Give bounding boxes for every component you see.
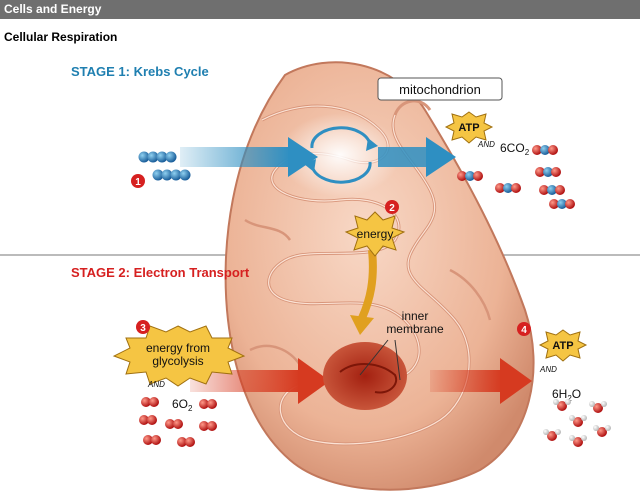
svg-text:1: 1 — [135, 177, 141, 188]
atp-starburst-1 — [444, 111, 494, 144]
and-label-2: AND — [147, 380, 165, 389]
energy-arrow — [350, 249, 377, 335]
step-badge-4: 4 — [517, 322, 531, 336]
stage1-input-arrow — [180, 137, 318, 177]
energy-label: energy — [357, 227, 394, 241]
svg-text:3: 3 — [140, 323, 146, 334]
inner-membrane-line2: membrane — [386, 322, 444, 336]
atp-label-2: ATP — [552, 340, 573, 352]
krebs-glow — [280, 113, 400, 197]
and-label-3: AND — [539, 365, 557, 374]
step-badge-2: 2 — [385, 200, 399, 214]
o2-label: 6O2 — [172, 397, 193, 413]
energy-from-line2: glycolysis — [152, 354, 203, 368]
inner-membrane-center — [323, 342, 407, 410]
co2-label: 6CO2 — [500, 141, 530, 157]
stage2-title: STAGE 2: Electron Transport — [71, 265, 250, 280]
step-badge-1: 1 — [131, 174, 145, 188]
h2o-label: 6H2O — [552, 387, 581, 403]
stage2-output-arrow — [430, 358, 532, 404]
stage1-output-arrow — [378, 137, 456, 177]
krebs-cycle-icon — [304, 126, 378, 184]
energy-from-line1: energy from — [146, 341, 210, 355]
stage2-input-arrow — [190, 358, 330, 404]
co2-molecules — [457, 145, 575, 209]
o2-molecules — [139, 397, 217, 447]
atp-starburst-2 — [538, 329, 588, 362]
svg-text:4: 4 — [521, 325, 527, 336]
step-badge-3: 3 — [136, 320, 150, 334]
atp-label-1: ATP — [458, 122, 479, 134]
mitochondrion-label: mitochondrion — [399, 82, 481, 97]
page-subtitle: Cellular Respiration — [4, 30, 118, 44]
mitochondrion-label-box — [377, 77, 503, 101]
h2o-molecules — [543, 399, 611, 447]
inner-membrane-pointer-2 — [394, 339, 401, 381]
stage1-title: STAGE 1: Krebs Cycle — [71, 64, 209, 79]
inner-membrane-line1: inner — [402, 309, 429, 323]
svg-text:2: 2 — [389, 203, 395, 214]
header-bar: Cells and Energy — [0, 0, 640, 19]
inner-membrane-pointer-1 — [359, 339, 389, 376]
pyruvate-molecules — [138, 151, 191, 181]
and-label-1: AND — [477, 140, 495, 149]
energy-starburst — [344, 211, 406, 257]
header-title: Cells and Energy — [4, 2, 102, 16]
glycolysis-starburst — [112, 325, 246, 387]
